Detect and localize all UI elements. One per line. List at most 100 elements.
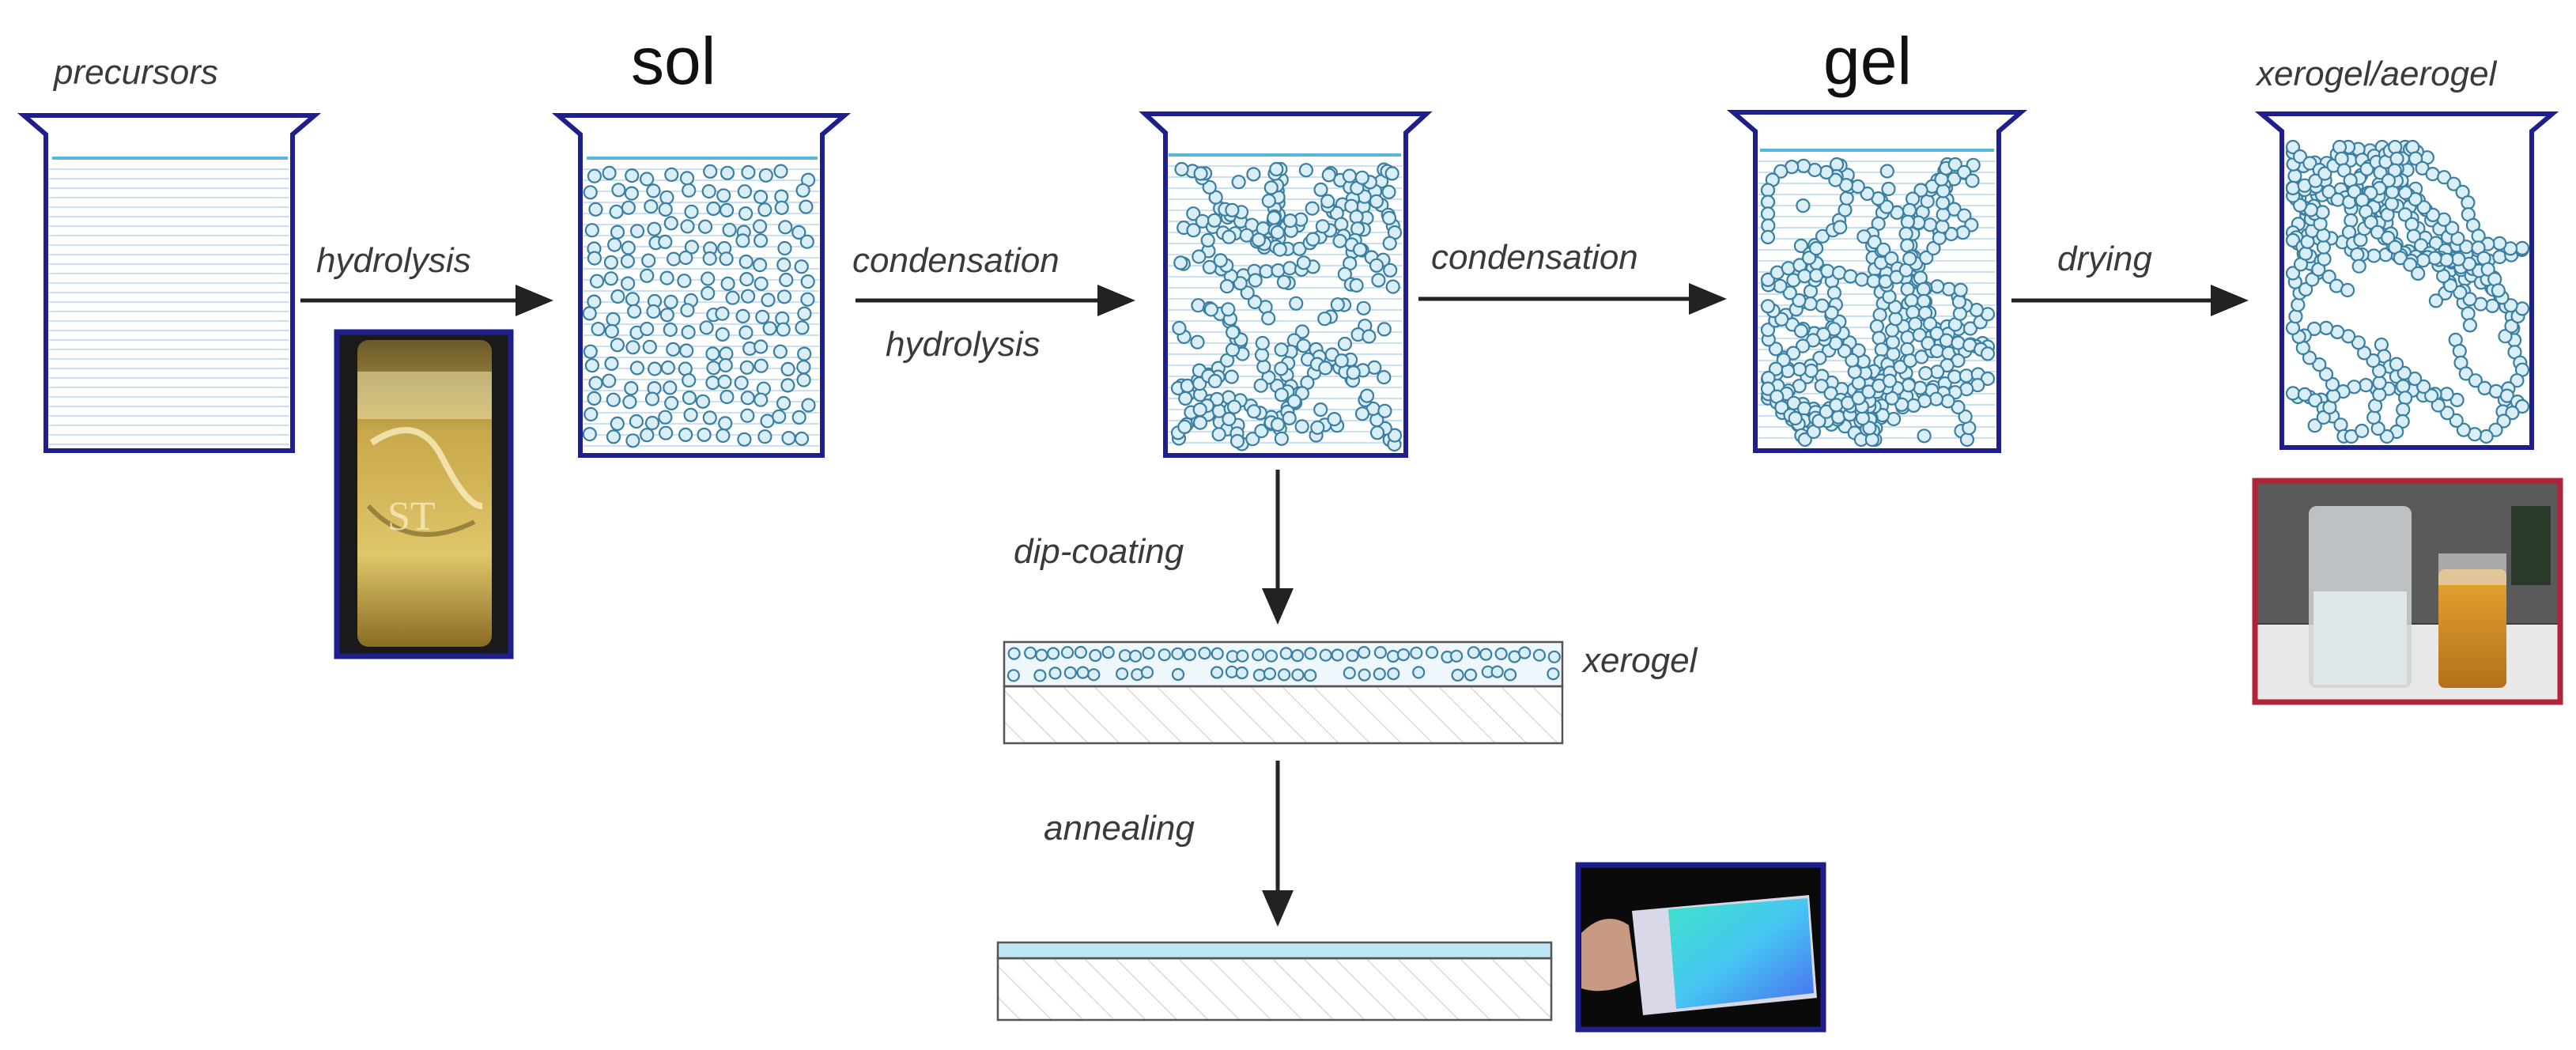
particle	[1183, 648, 1197, 662]
particle	[754, 392, 769, 407]
particle	[1362, 329, 1377, 344]
particle	[1222, 229, 1237, 244]
particle	[1900, 330, 1915, 345]
particle	[1929, 343, 1944, 359]
particle	[1882, 373, 1898, 388]
particle	[641, 253, 656, 268]
particle	[1768, 342, 1783, 357]
particle	[1315, 219, 1331, 234]
particle	[2437, 170, 2452, 185]
particle	[622, 395, 637, 410]
particle	[1921, 336, 1936, 351]
particle	[1263, 667, 1277, 681]
particle	[663, 322, 678, 338]
particle	[1192, 415, 1208, 430]
particle	[1793, 323, 1809, 338]
particle	[2298, 281, 2313, 297]
particle	[758, 168, 773, 183]
particle	[738, 254, 754, 270]
particle	[1828, 172, 1843, 187]
particle	[1377, 403, 1392, 418]
particle	[2449, 413, 2464, 429]
particle	[1773, 278, 1788, 293]
particle	[1980, 346, 1996, 361]
particle	[1387, 428, 1403, 443]
particle	[2307, 393, 2323, 408]
particle	[1879, 164, 1894, 179]
particle	[2334, 151, 2349, 166]
particle	[1211, 647, 1224, 660]
particle	[2461, 195, 2476, 210]
particle	[2292, 149, 2308, 164]
particle	[1247, 294, 1263, 310]
particle	[2366, 248, 2381, 263]
particle	[582, 426, 597, 442]
particle	[1178, 391, 1193, 406]
particle	[2505, 405, 2520, 421]
particle	[682, 391, 697, 406]
particle	[1274, 361, 1289, 376]
particle	[1957, 164, 1972, 179]
particle	[2396, 402, 2411, 417]
particle	[1888, 312, 1903, 327]
particle	[658, 410, 673, 425]
particle	[1142, 646, 1155, 660]
particle	[680, 303, 695, 318]
particle	[1246, 404, 1262, 419]
particle	[1385, 279, 1400, 294]
particle	[1231, 175, 1246, 190]
particle	[1958, 409, 1973, 425]
particle	[610, 338, 625, 353]
particle	[1128, 649, 1143, 663]
particle	[720, 165, 735, 180]
particle	[609, 204, 624, 219]
particle	[1774, 312, 1789, 327]
particle	[2462, 292, 2477, 307]
particle	[734, 376, 749, 391]
particle	[2504, 319, 2519, 334]
particle	[1349, 210, 1364, 225]
particle	[611, 183, 626, 198]
particle	[629, 414, 644, 429]
particle	[2388, 139, 2403, 155]
particle	[1313, 402, 1328, 417]
particle	[1267, 210, 1282, 225]
particle	[773, 164, 788, 179]
particle	[1773, 164, 1788, 179]
particle	[1776, 353, 1791, 368]
particle	[780, 361, 795, 376]
particle	[647, 361, 663, 376]
beaker-xerogel-aerogel	[2254, 111, 2559, 450]
particle	[588, 202, 603, 217]
particle	[2397, 365, 2412, 380]
particle	[760, 414, 775, 429]
particle	[1902, 251, 1917, 266]
particle	[776, 395, 791, 411]
particle	[1294, 419, 1309, 434]
particle	[1033, 669, 1047, 682]
particle	[663, 380, 678, 395]
particle	[2351, 259, 2366, 274]
particle	[1850, 179, 1865, 194]
particle	[706, 201, 721, 216]
particle	[1906, 304, 1921, 320]
particle	[603, 255, 619, 270]
particle	[1467, 646, 1480, 659]
particle	[2496, 414, 2511, 429]
particle	[757, 429, 772, 444]
particle	[1115, 667, 1129, 681]
particle	[1202, 259, 1218, 274]
particle	[1296, 255, 1312, 270]
particle	[640, 268, 655, 283]
particle	[1851, 343, 1866, 358]
particle	[1276, 274, 1292, 289]
particle	[1254, 347, 1270, 362]
particle	[1932, 230, 1947, 246]
particle	[2443, 278, 2458, 293]
particle	[1951, 335, 1966, 350]
particle	[584, 223, 599, 238]
particle	[1140, 666, 1154, 679]
label-precursors: precursors	[52, 53, 218, 92]
particle	[625, 340, 640, 355]
particle	[1955, 225, 1970, 240]
